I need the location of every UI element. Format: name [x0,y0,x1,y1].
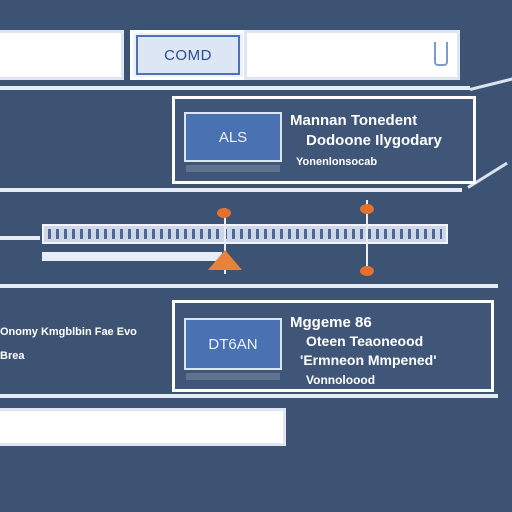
connector-arrow [469,76,512,91]
connect-button-label: COMD [136,35,240,75]
timeline-progress [42,252,222,261]
left-input-field[interactable] [0,30,124,80]
scroll-handle-icon[interactable] [434,42,448,66]
panel-2-thumbnail[interactable]: DT6AN [184,318,282,370]
divider [0,394,498,398]
panel-1-title: Mannan Tonedent [290,112,418,129]
marker-stem [366,200,368,274]
panel-1-thumbnail[interactable]: ALS [184,112,282,162]
panel-2-title: Mggeme 86 [290,314,372,331]
playhead-pointer-icon[interactable] [208,250,242,270]
marker-top-1-icon[interactable] [217,208,231,218]
panel-1-caption: Yonenlonsocab [296,156,378,168]
timeline-ruler[interactable] [42,224,448,244]
sidebar-text-line-1: Onomy Kmgblbin Fae Evo [0,326,137,338]
divider [0,236,40,240]
ruler-ticks [48,229,442,239]
panel-1-subtitle: Dodoone Ilygodary [306,132,442,149]
panel-2-caption: Vonnoloood [306,373,376,387]
divider [0,284,498,288]
sidebar-text-line-2: Brea [0,350,25,362]
panel-2-line-3: 'Ermneon Mmpened' [300,352,437,368]
panel-1-thumb-shadow [186,165,280,172]
right-input-field[interactable] [244,30,460,80]
marker-stem [224,208,226,274]
divider [0,188,462,192]
bottom-input-field[interactable] [0,408,286,446]
connect-button[interactable]: COMD [130,30,246,80]
marker-top-2-icon[interactable] [360,204,374,214]
panel-2-line-2: Oteen Teaoneood [306,333,424,349]
panel-2-thumb-shadow [186,373,280,380]
divider [0,86,470,90]
marker-bottom-2-icon[interactable] [360,266,374,276]
